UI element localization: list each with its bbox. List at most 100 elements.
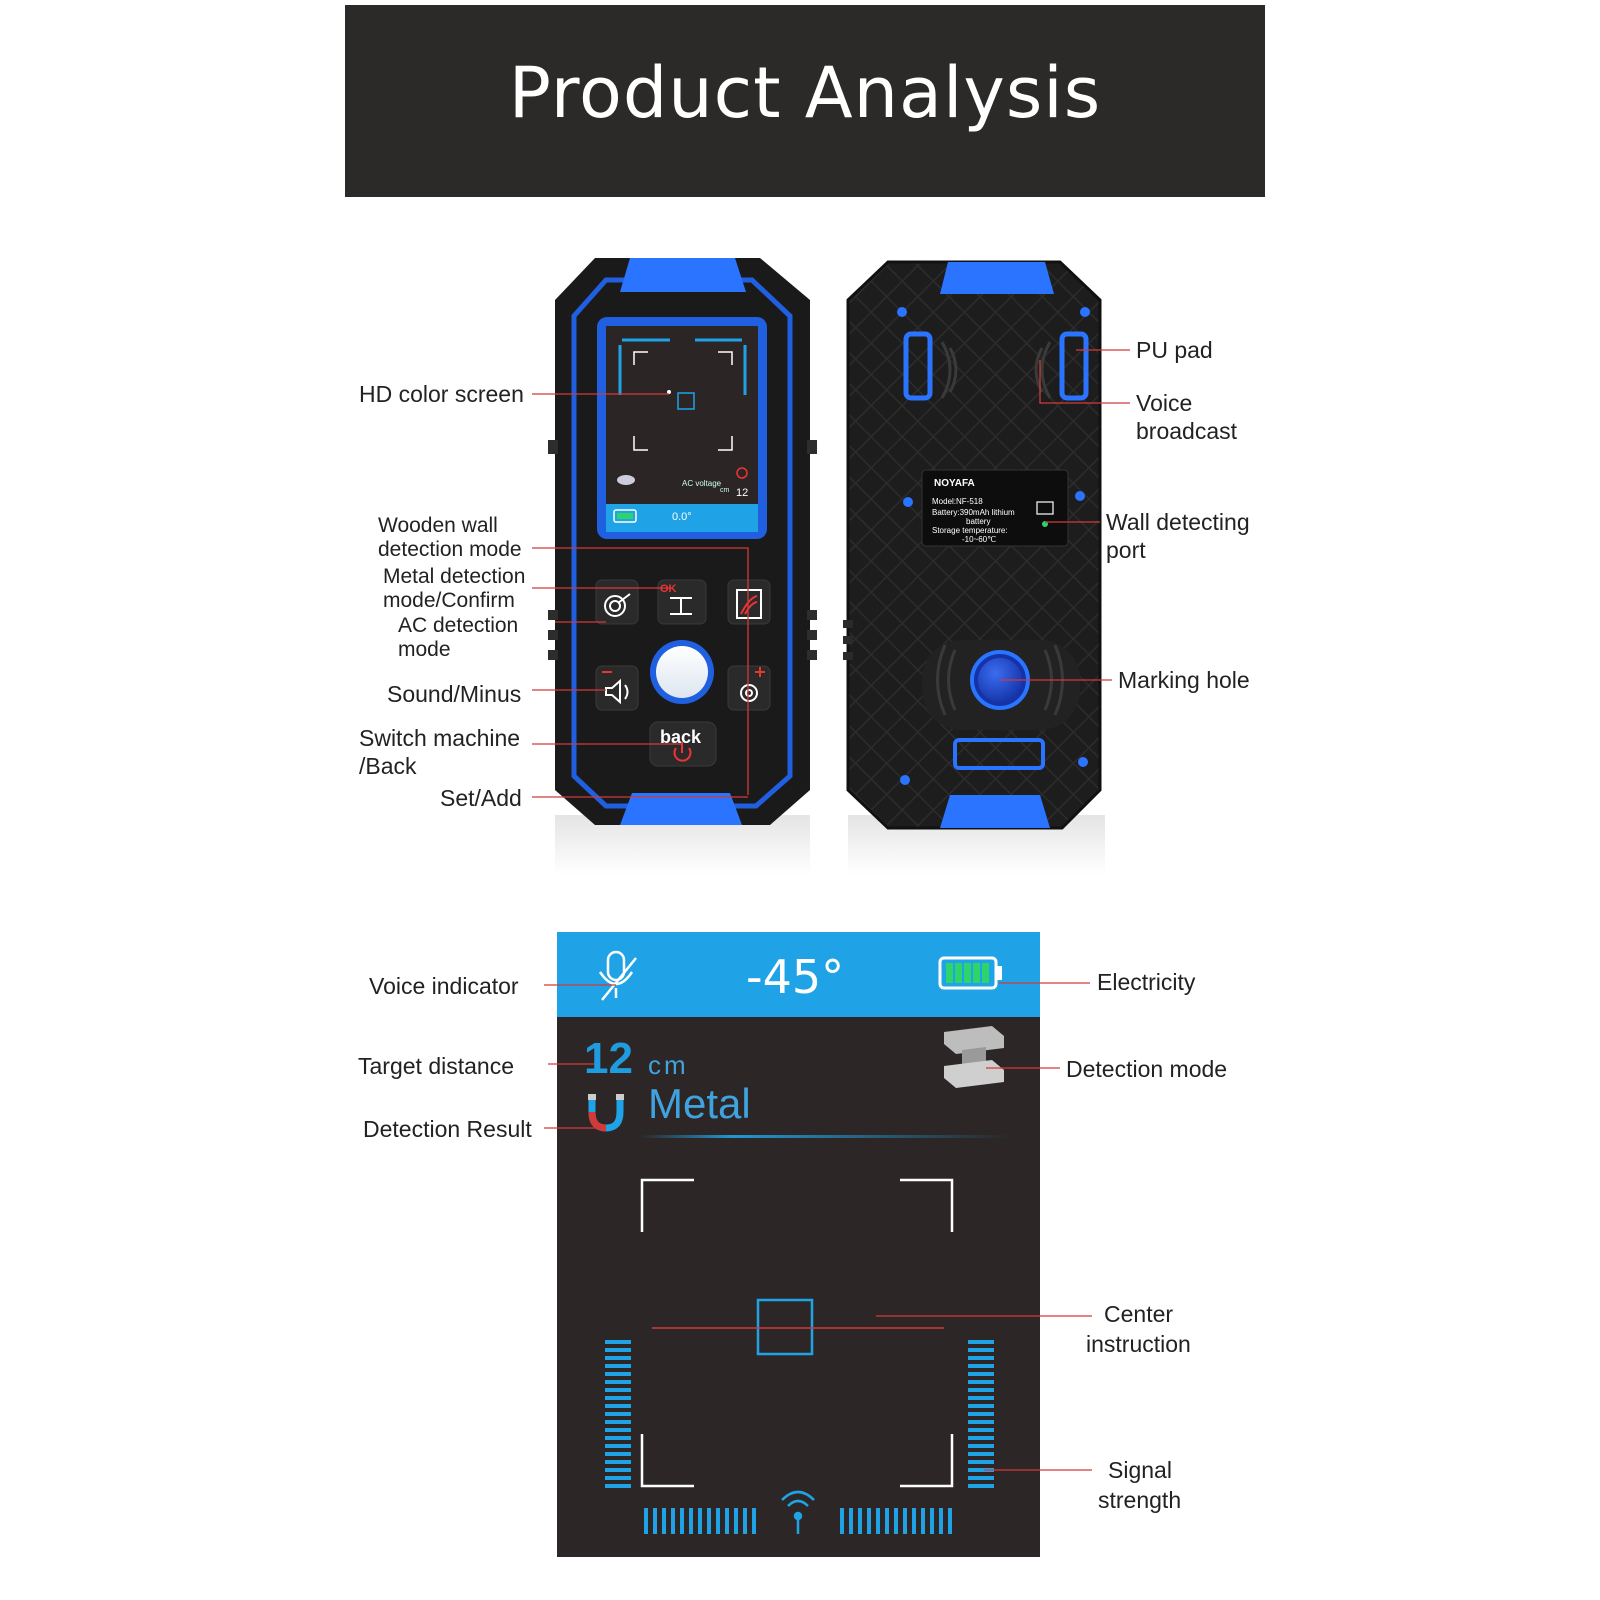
center-target	[756, 1298, 814, 1356]
label-detection-mode: Detection mode	[1066, 1056, 1228, 1082]
mini-screen-distance: 12	[736, 487, 749, 499]
signal-bar	[840, 1508, 844, 1534]
signal-bar	[867, 1508, 871, 1534]
signal-bar	[605, 1364, 631, 1368]
signal-bar	[605, 1428, 631, 1432]
signal-bar	[948, 1508, 952, 1534]
label-metal-1: Metal detection	[383, 565, 526, 588]
header-banner	[345, 5, 1265, 197]
label-marking-hole: Marking hole	[1118, 667, 1250, 693]
ok-label: OK	[660, 583, 677, 595]
label-set: Set/Add	[440, 785, 522, 811]
signal-bar	[903, 1508, 907, 1534]
signal-bar	[605, 1444, 631, 1448]
signal-bar	[968, 1348, 994, 1352]
signal-bar	[605, 1452, 631, 1456]
label-pu-pad: PU pad	[1136, 337, 1213, 363]
signal-bars-bottom	[644, 1508, 952, 1534]
distance-value: 12	[584, 1034, 633, 1083]
signal-bar	[968, 1372, 994, 1376]
signal-bar	[671, 1508, 675, 1534]
signal-bar	[885, 1508, 889, 1534]
signal-bar	[605, 1396, 631, 1400]
signal-bar	[968, 1484, 994, 1488]
target-brackets	[640, 1178, 954, 1488]
label-target-distance: Target distance	[358, 1053, 514, 1079]
label-voice-indicator: Voice indicator	[369, 973, 519, 999]
signal-bar	[605, 1476, 631, 1480]
label-wall-port-2: port	[1106, 537, 1146, 563]
signal-bar	[689, 1508, 693, 1534]
spec-battery: Battery:390mAh lithium	[932, 508, 1015, 517]
label-wooden-2: detection mode	[378, 538, 522, 561]
signal-bar	[968, 1388, 994, 1392]
label-hd-screen: HD color screen	[359, 381, 524, 407]
signal-bar	[605, 1404, 631, 1408]
label-voice-2: broadcast	[1136, 418, 1238, 444]
label-signal-2: strength	[1098, 1487, 1182, 1513]
mini-screen-ac-label: AC voltage	[682, 479, 722, 488]
signal-bar	[921, 1508, 925, 1534]
signal-bar	[968, 1420, 994, 1424]
signal-bar	[849, 1508, 853, 1534]
antenna-icon	[781, 1490, 815, 1534]
signal-bar	[605, 1356, 631, 1360]
signal-bar	[876, 1508, 880, 1534]
signal-bar	[968, 1356, 994, 1360]
signal-bar	[605, 1388, 631, 1392]
signal-bar	[968, 1460, 994, 1464]
signal-bar	[968, 1428, 994, 1432]
label-sound: Sound/Minus	[387, 681, 522, 707]
detection-result-text: Metal	[648, 1080, 751, 1127]
signal-bar	[605, 1460, 631, 1464]
mini-screen-angle: 0.0°	[672, 511, 692, 523]
spec-model: Model:NF-518	[932, 497, 983, 506]
signal-bar	[968, 1404, 994, 1408]
signal-bar	[605, 1484, 631, 1488]
metal-beam-icon	[944, 1026, 1004, 1088]
signal-bar	[858, 1508, 862, 1534]
label-switch-2: /Back	[359, 753, 417, 779]
brand-label: NOYAFA	[934, 478, 975, 489]
signal-bar	[680, 1508, 684, 1534]
magnet-icon	[588, 1094, 624, 1132]
signal-bar	[968, 1396, 994, 1400]
label-wooden-1: Wooden wall	[378, 514, 498, 537]
label-ac-2: mode	[398, 638, 451, 661]
signal-bar	[968, 1436, 994, 1440]
signal-bar	[605, 1420, 631, 1424]
label-center-2: instruction	[1086, 1331, 1191, 1357]
angle-readout: -45°	[746, 950, 845, 1004]
signal-bar	[605, 1372, 631, 1376]
leader-lines-top	[532, 349, 1130, 798]
leader-lines-bottom	[544, 982, 1092, 1471]
page-title: Product Analysis	[508, 52, 1102, 134]
label-switch-1: Switch machine	[359, 725, 521, 751]
signal-bar	[725, 1508, 729, 1534]
signal-bar	[605, 1412, 631, 1416]
signal-bar	[930, 1508, 934, 1534]
back-device	[843, 260, 1105, 875]
signal-bar	[894, 1508, 898, 1534]
distance-unit: cm	[648, 1050, 689, 1080]
label-voice-1: Voice	[1136, 390, 1193, 416]
label-center-1: Center	[1104, 1301, 1174, 1327]
signal-bar	[662, 1508, 666, 1534]
signal-bar	[968, 1468, 994, 1472]
signal-bars-left	[605, 1340, 631, 1488]
label-ac-1: AC detection	[398, 614, 519, 637]
signal-bar	[968, 1412, 994, 1416]
signal-bar	[968, 1452, 994, 1456]
signal-bar	[734, 1508, 738, 1534]
mini-screen-unit: cm	[720, 487, 730, 494]
signal-bar	[968, 1476, 994, 1480]
signal-bar	[653, 1508, 657, 1534]
battery-icon	[938, 956, 1002, 990]
screen-display	[557, 932, 1040, 1557]
back-button-label: back	[660, 727, 702, 747]
label-electricity: Electricity	[1097, 969, 1196, 995]
signal-bar	[605, 1380, 631, 1384]
signal-bar	[752, 1508, 756, 1534]
signal-bar	[968, 1380, 994, 1384]
